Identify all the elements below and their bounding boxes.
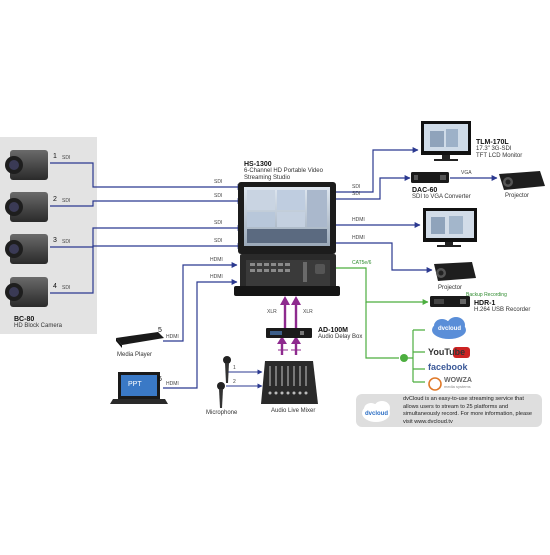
port-5: 5 [158,327,162,334]
microphone-label: Microphone [206,410,238,416]
monitor-middle [423,208,477,247]
tlm-170l-monitor [421,121,471,161]
hdmi-line-6 [163,279,238,389]
sdi-label-2: SDI [62,198,71,204]
sdi-line-4 [50,243,244,294]
mixer-label: Audio Live Mixer [271,408,316,414]
hs-1300-model: HS-1300 [244,161,272,168]
xlr-label-2: XLR [303,309,313,315]
dvcloud-info-panel [356,394,542,427]
hdmi-label-in-5: HDMI [210,257,223,263]
vga-label: VGA [461,170,472,176]
dvcloud-logo [432,317,466,339]
hdmi-out-projector [334,242,433,273]
camera-2 [5,192,48,222]
sdi-label-out-1: SDI [352,184,361,190]
sdi-out-monitor [334,147,419,193]
hdr-1-recorder [430,296,470,307]
ad-100m-desc: Audio Delay Box [318,334,363,340]
sdi-out-converter [334,175,411,200]
projector-top-label: Projector [505,193,530,199]
hdmi-label-out-1: HDMI [352,217,365,223]
youtube-text: YouTube [428,347,466,357]
wowza-sub: media systems [444,384,471,389]
recorder-desc: H.264 USB Recorder [474,307,531,313]
xlr-label-1: XLR [267,309,277,315]
dac-60-converter [411,172,449,183]
port-2: 2 [53,196,57,203]
port-6: 6 [158,376,162,383]
projector-bottom-label: Projector [438,285,463,291]
sdi-label-4: SDI [62,285,71,291]
sdi-label-in-1: SDI [214,179,223,185]
hdmi-label-out-2: HDMI [352,235,365,241]
sdi-label-out-2: SDI [352,191,361,197]
audio-mixer [261,361,318,404]
port-3: 3 [53,237,57,244]
hdmi-line-5 [163,262,238,342]
cat-line-cloud [365,302,399,359]
camera-1 [5,150,48,180]
ppt-label: PPT [128,381,142,388]
sdi-line-3 [50,225,244,248]
hdmi-label-5: HDMI [166,334,179,340]
mic-port-2: 2 [233,379,236,385]
microphone-2 [217,382,225,408]
tlm-line1: 17.3" 3G-SDI [476,146,512,152]
media-player [116,332,164,348]
hdmi-label-6: HDMI [166,381,179,387]
camera-3 [5,234,48,264]
ad-100m-model: AD-100M [318,327,348,334]
cat-line-recorder [334,267,429,305]
tlm-line2: TFT LCD Monitor [476,153,523,159]
tlm-model: TLM-170L [476,139,509,146]
dvcloud-info-logo [362,401,390,422]
dac-desc: SDI to VGA Converter [412,194,471,200]
cat-junction [400,354,408,362]
hs-1300-line2: Streaming Studio [244,175,291,181]
dvcloud-info-logo-text: dvcloud [365,411,389,417]
sdi-label-in-3: SDI [214,220,223,226]
dvcloud-info-text: dvCloud is an easy-to-use streaming serv… [403,396,533,425]
camera-desc: HD Block Camera [14,323,63,329]
sdi-line-1 [50,162,244,190]
sdi-label-1: SDI [62,155,71,161]
projector-bottom [434,262,476,281]
laptop [110,372,168,404]
dac-model: DAC-60 [412,187,438,194]
facebook-text: facebook [428,362,468,372]
sdi-label-in-4: SDI [214,238,223,244]
ad-100m-box [266,328,312,338]
projector-top [499,171,545,190]
hs-1300-line1: 6-Channel HD Portable Video [244,168,323,174]
mic-port-1: 1 [233,365,236,371]
dvcloud-logo-text: dvcloud [438,326,462,332]
port-4: 4 [53,283,57,290]
port-1: 1 [53,153,57,160]
sdi-label-3: SDI [62,239,71,245]
media-player-label: Media Player [117,352,153,358]
cat-branch [405,329,425,383]
camera-4 [5,277,48,307]
hs-1300-device [234,182,340,296]
camera-model: BC-80 [14,316,35,323]
wowza-logo [428,377,442,391]
youtube-logo [453,347,470,358]
sdi-label-in-2: SDI [214,193,223,199]
recorder-caption: Backup Recording [466,292,507,298]
recorder-model: HDR-1 [474,300,496,307]
sdi-line-2 [50,198,244,207]
microphone-1 [223,356,231,383]
hdmi-label-in-6: HDMI [210,274,223,280]
wowza-text: WOWZA [444,377,472,384]
cat-label: CAT5e/6 [352,260,372,266]
